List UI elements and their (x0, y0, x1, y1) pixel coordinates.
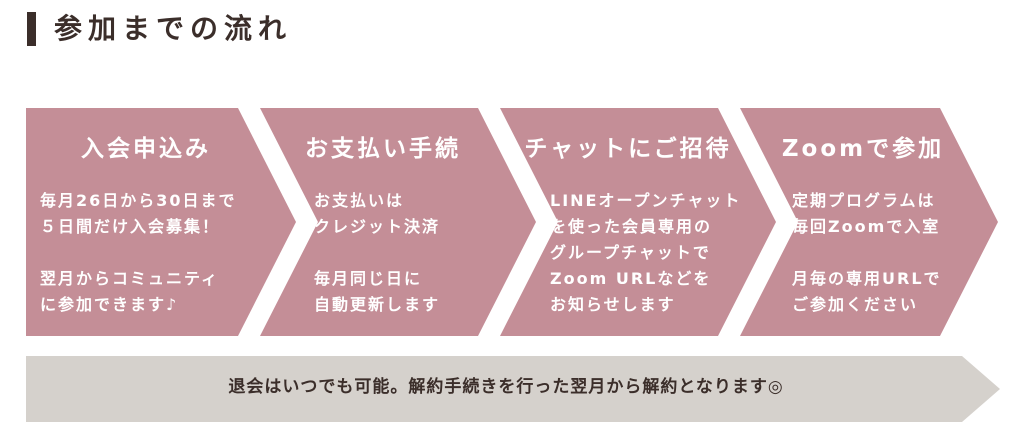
step-1-line-5: に参加できます♪ (40, 295, 179, 314)
step-3-body: LINEオープンチャット を使った会員専用の グループチャットで Zoom UR… (550, 188, 741, 318)
step-3-title: チャットにご招待 (524, 136, 732, 162)
step-3-line-2: を使った会員専用の (550, 217, 713, 236)
page-title: 参加までの流れ (54, 12, 293, 45)
title-accent-bar (27, 12, 36, 46)
step-4-line-4: 月毎の専用URLで (792, 269, 942, 288)
step-4-line-5: ご参加ください (792, 295, 919, 314)
step-1-body: 毎月26日から30日まで ５日間だけ入会募集！ 翌月からコミュニティ に参加でき… (40, 188, 237, 318)
step-2-line-5: 自動更新します (314, 295, 441, 314)
step-1-line-2: ５日間だけ入会募集！ (40, 217, 221, 236)
cancellation-note: 退会はいつでも可能。解約手続きを行った翌月から解約となります◎ (228, 377, 784, 397)
step-1-line-1: 毎月26日から30日まで (40, 191, 237, 210)
footer-banner-shape (26, 356, 1000, 422)
step-2-body: お支払いは クレジット決済 毎月同じ日に 自動更新します (314, 188, 440, 318)
step-1-line-4: 翌月からコミュニティ (40, 269, 220, 288)
step-2: お支払い手続 お支払いは クレジット決済 毎月同じ日に 自動更新します (268, 108, 498, 336)
step-1: 入会申込み 毎月26日から30日まで ５日間だけ入会募集！ 翌月からコミュニティ… (26, 108, 266, 336)
step-4-line-1: 定期プログラムは (792, 191, 936, 210)
step-2-arrow-shape (260, 108, 536, 336)
step-2-title: お支払い手続 (305, 136, 461, 162)
step-3-line-5: お知らせします (550, 295, 676, 314)
step-2-line-3 (314, 240, 440, 266)
step-1-title: 入会申込み (81, 136, 211, 162)
step-4-line-3 (792, 240, 942, 266)
step-2-line-1: お支払いは (314, 191, 405, 210)
step-4-title: Zoomで参加 (781, 136, 945, 162)
step-3-arrow-shape (500, 108, 776, 336)
step-1-line-3 (40, 240, 237, 266)
step-2-line-4: 毎月同じ日に (314, 269, 423, 288)
step-3-line-4: Zoom URLなどを (550, 269, 712, 288)
step-3: チャットにご招待 LINEオープンチャット を使った会員専用の グループチャット… (508, 108, 748, 336)
step-4-body: 定期プログラムは 毎回Zoomで入室 月毎の専用URLで ご参加ください (792, 188, 942, 318)
step-1-arrow-shape (26, 108, 296, 336)
step-4-arrow-shape (740, 108, 998, 336)
step-2-line-2: クレジット決済 (314, 217, 441, 236)
step-4: Zoomで参加 定期プログラムは 毎回Zoomで入室 月毎の専用URLで ご参加… (748, 108, 978, 336)
step-4-line-2: 毎回Zoomで入室 (792, 217, 941, 236)
step-3-line-3: グループチャットで (550, 243, 711, 262)
step-3-line-1: LINEオープンチャット (550, 191, 742, 210)
